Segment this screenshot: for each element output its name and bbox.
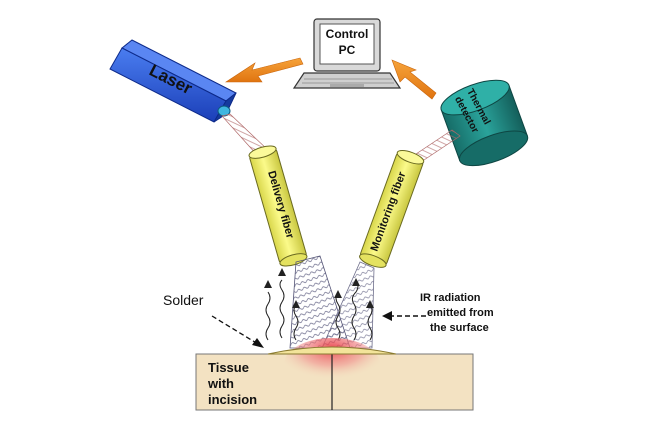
ir-pointer-arrowhead [382,311,392,321]
tissue-label-line1: Tissue [208,360,249,375]
ir-label-line3: the surface [430,322,489,334]
solder-layer [267,346,397,355]
monitoring-fiber-icon [359,150,425,268]
tissue-label-line2: with [207,376,234,391]
solder-label: Solder [163,292,204,308]
solder-pointer-arrowhead [252,338,264,348]
tissue-label-line3: incision [208,392,257,407]
delivery-fiber-icon [248,145,308,267]
ir-label-line2: emitted from [427,307,494,319]
control-pc-label-line2: PC [339,43,356,57]
solder-pointer-line [211,315,259,345]
arrow-detector-to-pc [391,59,437,100]
ir-emission-waves [265,279,373,341]
thermal-detector-icon [440,79,529,167]
ir-beam-to-detector [415,129,461,161]
ir-label-line1: IR radiation [420,292,481,304]
control-pc-icon [292,18,402,89]
control-pc-label-line1: Control [326,27,369,41]
arrow-pc-to-laser [224,57,304,83]
laser-icon [109,39,237,123]
monitoring-view-cone [321,261,375,349]
ir-emission-arrowheads [264,268,374,308]
